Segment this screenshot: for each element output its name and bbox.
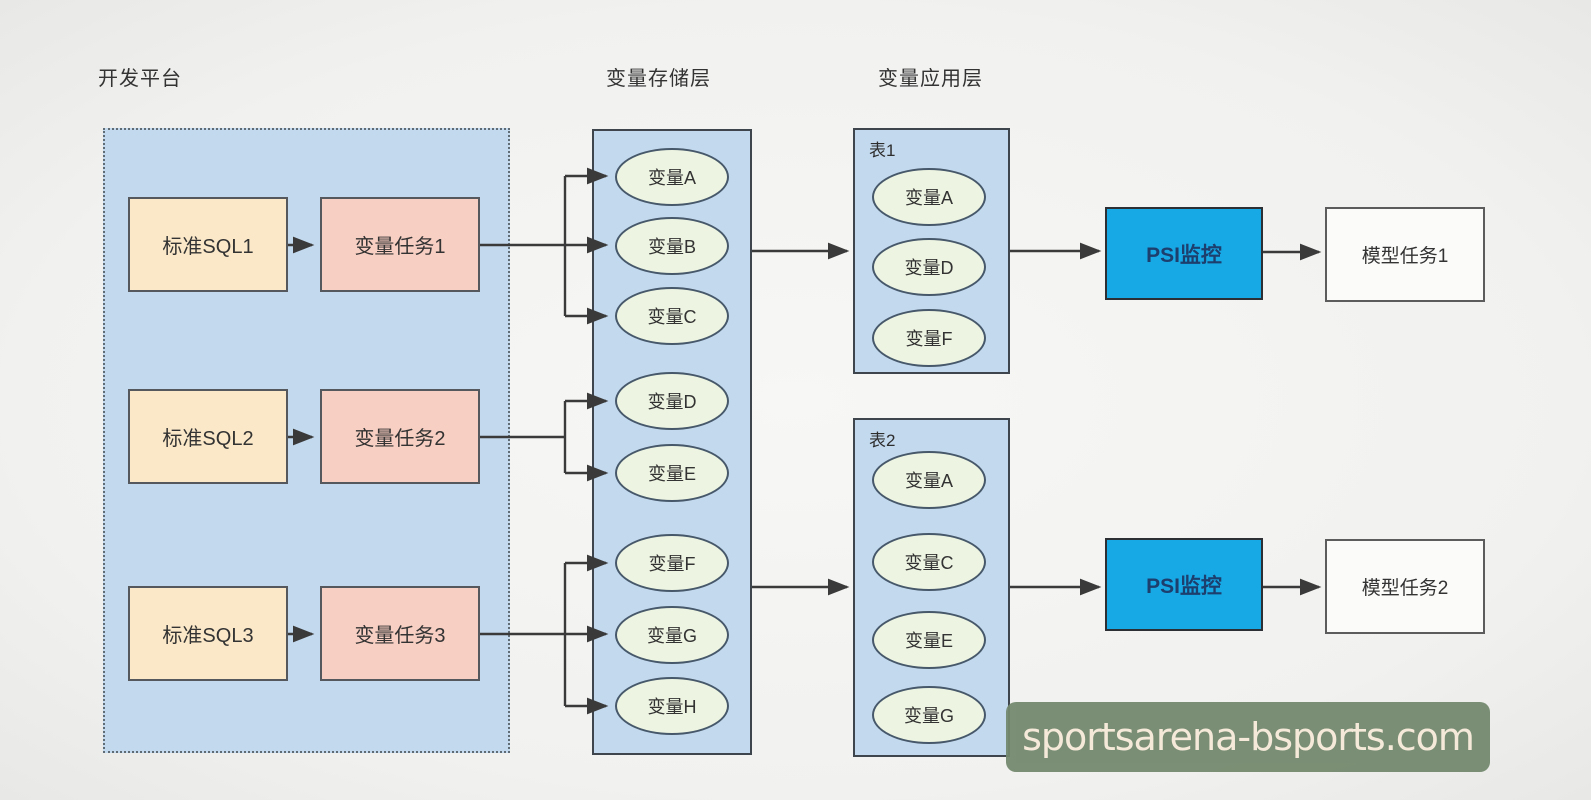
table-label: 表2 (869, 431, 896, 450)
task-box: 变量任务1 (320, 197, 480, 292)
storage-var-ellipse: 变量B (615, 217, 729, 275)
sql-box: 标准SQL3 (128, 586, 288, 681)
storage-var-ellipse: 变量D (615, 372, 729, 430)
storage-var-ellipse: 变量H (615, 677, 729, 735)
model-task-box: 模型任务2 (1325, 539, 1485, 634)
table-var-ellipse: 变量G (872, 686, 986, 744)
storage-var-ellipse: 变量A (615, 148, 729, 206)
storage-var-ellipse: 变量C (615, 287, 729, 345)
table-var-ellipse: 变量D (872, 238, 986, 296)
storage-var-ellipse: 变量F (615, 534, 729, 592)
sql-box: 标准SQL1 (128, 197, 288, 292)
table-var-ellipse: 变量A (872, 168, 986, 226)
app-layer-heading: 变量应用层 (878, 68, 983, 90)
model-task-box: 模型任务1 (1325, 207, 1485, 302)
psi-monitor-box: PSI监控 (1105, 538, 1263, 631)
table-var-ellipse: 变量E (872, 611, 986, 669)
table-var-ellipse: 变量F (872, 309, 986, 367)
task-box: 变量任务2 (320, 389, 480, 484)
storage-var-ellipse: 变量G (615, 606, 729, 664)
table-var-ellipse: 变量A (872, 451, 986, 509)
table-label: 表1 (869, 141, 896, 160)
watermark-badge: sportsarena-bsports.com (1006, 702, 1490, 772)
psi-monitor-box: PSI监控 (1105, 207, 1263, 300)
sql-box: 标准SQL2 (128, 389, 288, 484)
dev-platform-heading: 开发平台 (98, 68, 182, 90)
task-box: 变量任务3 (320, 586, 480, 681)
storage-var-ellipse: 变量E (615, 444, 729, 502)
table-var-ellipse: 变量C (872, 533, 986, 591)
storage-layer-heading: 变量存储层 (606, 68, 711, 90)
